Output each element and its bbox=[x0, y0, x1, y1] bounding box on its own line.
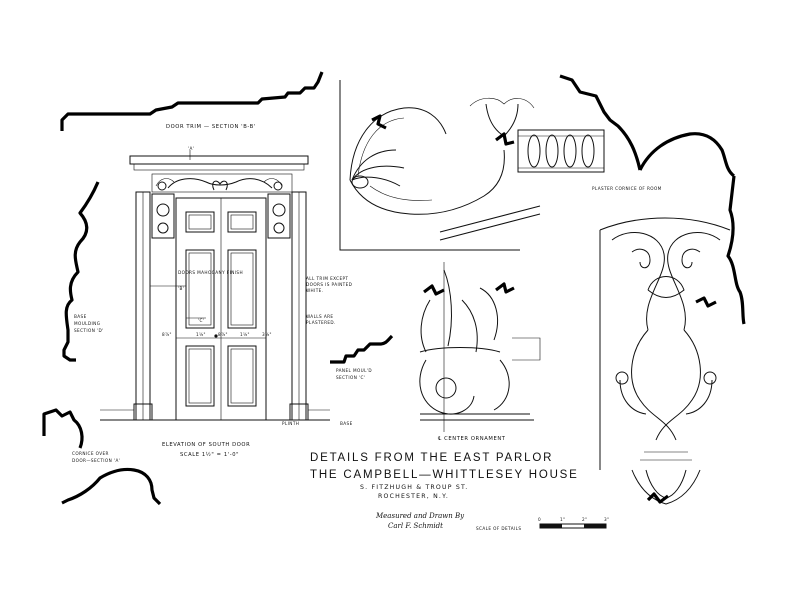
marker-c: 'C' bbox=[198, 318, 204, 323]
elevation-scale: SCALE 1½" = 1'-0" bbox=[180, 451, 239, 458]
door-trim-section-profile bbox=[60, 71, 324, 131]
trim-note-2: DOORS IS PAINTED bbox=[306, 282, 352, 287]
walls-note-2: PLASTERED. bbox=[306, 320, 336, 325]
title-line-1: DETAILS FROM THE EAST PARLOR bbox=[310, 452, 553, 464]
elevation-title: ELEVATION OF SOUTH DOOR bbox=[162, 442, 250, 448]
dim-1: 8⅞" bbox=[162, 332, 172, 337]
plaster-cornice-profile bbox=[559, 74, 746, 325]
mahogany-note: DOORS MAHOGANY FINISH bbox=[178, 270, 243, 275]
plaster-cornice-label: PLASTER CORNICE OF ROOM bbox=[592, 186, 662, 191]
cornice-over-door-profile bbox=[42, 408, 162, 506]
left-bracket-rosette bbox=[151, 193, 175, 239]
door-trim-label: DOOR TRIM — SECTION 'B-B' bbox=[166, 124, 256, 130]
panel-mould-profile bbox=[330, 334, 394, 364]
trim-note-3: WHITE. bbox=[306, 288, 323, 293]
walls-note-1: WALLS ARE bbox=[306, 314, 333, 319]
signature-line-1: Measured and Drawn By bbox=[375, 512, 465, 520]
scale-tick-3: 3" bbox=[604, 517, 609, 522]
base-moulding-label-1: BASE bbox=[74, 314, 87, 319]
right-bracket-rosette bbox=[267, 193, 291, 239]
large-scroll-panel-ornament bbox=[599, 217, 731, 505]
trim-note-1: ALL TRIM EXCEPT bbox=[306, 276, 348, 281]
scale-of-details-label: SCALE OF DETAILS bbox=[476, 526, 521, 531]
marker-b: 'B' bbox=[178, 286, 184, 291]
scroll-ornament-detail bbox=[339, 80, 541, 251]
scale-tick-1: 1" bbox=[560, 517, 565, 522]
title-line-3: S. FITZHUGH & TROUP ST. bbox=[360, 484, 468, 491]
center-ornament-anthemion bbox=[419, 262, 541, 432]
plinth-label: PLINTH bbox=[282, 421, 299, 426]
dim-4: 1⅛" bbox=[240, 332, 250, 337]
base-moulding-label-3: SECTION 'D' bbox=[74, 328, 104, 333]
marker-a: 'A' bbox=[188, 146, 194, 151]
base-moulding-profile bbox=[62, 181, 100, 362]
title-line-2: THE CAMPBELL—WHITTLESEY HOUSE bbox=[310, 469, 579, 481]
dim-3: 8⅞" bbox=[218, 332, 228, 337]
cornice-over-label-1: CORNICE OVER bbox=[72, 451, 109, 456]
scale-tick-2: 2" bbox=[582, 517, 587, 522]
center-ornament-label: ℄ CENTER ORNAMENT bbox=[438, 436, 506, 442]
scale-tick-0: 0 bbox=[538, 517, 541, 522]
cornice-over-label-2: DOOR—SECTION 'A' bbox=[72, 458, 120, 463]
signature-line-2: Carl F. Schmidt bbox=[388, 522, 443, 530]
panel-mould-label-1: PANEL MOUL'D bbox=[336, 368, 372, 373]
door-elevation bbox=[100, 150, 330, 421]
base-label: BASE bbox=[340, 421, 353, 426]
dim-5: 3⅞" bbox=[262, 332, 272, 337]
title-line-4: ROCHESTER, N.Y. bbox=[378, 493, 449, 500]
panel-mould-label-2: SECTION 'C' bbox=[336, 375, 365, 380]
dim-2: 1⅛" bbox=[196, 332, 206, 337]
scale-bar bbox=[539, 523, 607, 529]
base-moulding-label-2: MOULDING bbox=[74, 321, 100, 326]
plaster-cornice-balustrade bbox=[517, 129, 605, 173]
door-cornice-ornament bbox=[151, 173, 293, 193]
